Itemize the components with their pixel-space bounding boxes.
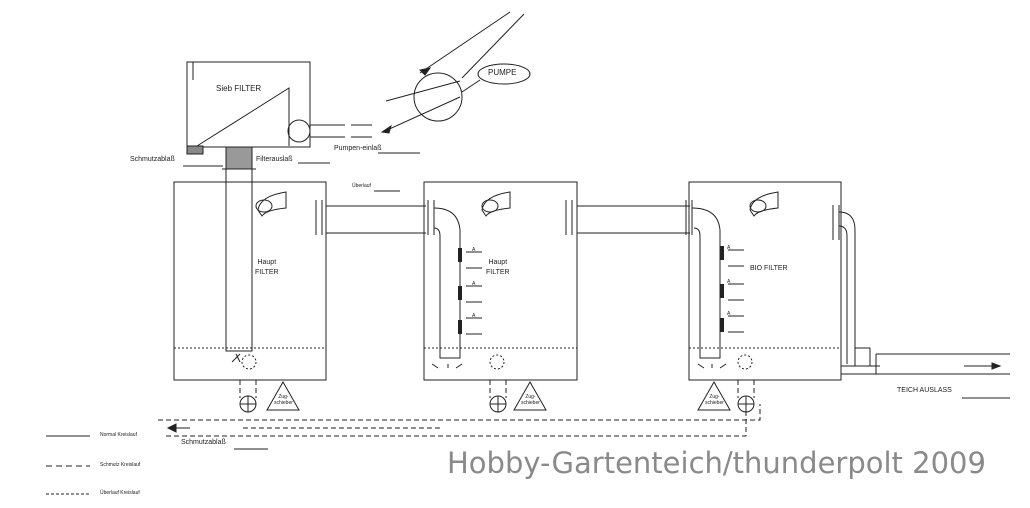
teich-auslass-label: TEICH AUSLASS: [897, 387, 952, 394]
pumpen-einlass-label: Pumpen-einlaß: [334, 145, 382, 152]
haupt-filter-2-line2: FILTER: [486, 269, 510, 276]
zugschieber-2-line2: schieber: [521, 400, 540, 406]
pumpe-label: PUMPE: [488, 68, 517, 77]
nozzle-label: A: [727, 245, 731, 251]
tank-haupt-filter-1: [173, 168, 327, 381]
label-underlines: [183, 152, 1010, 450]
tank-haupt-filter-2: [423, 181, 578, 381]
legend-schmutz-label: Schmutz Kreislauf: [100, 462, 141, 468]
nozzle-label: A: [472, 313, 476, 319]
zugschieber-1-line1: Zug-: [278, 394, 289, 400]
tank-bio-filter: [685, 181, 842, 381]
watermark: Hobby-Gartenteich/thunderpolt 2009: [447, 446, 986, 480]
nozzle-label: A: [727, 279, 731, 285]
zugschieber-2-line1: Zug-: [525, 394, 536, 400]
haupt-filter-2-label: Haupt FILTER: [486, 258, 510, 278]
zugschieber-label-1: Zug- schieber: [274, 394, 293, 406]
legend-ueberlauf-label: Überlauf Kreislauf: [100, 490, 140, 496]
haupt-filter-2-line1: Haupt: [488, 259, 508, 266]
nozzle-label: A: [472, 281, 476, 287]
schmutzablass-top-label: Schmutzablaß: [130, 156, 175, 163]
drain-system: [158, 380, 761, 437]
haupt-filter-1-line1: Haupt: [257, 259, 277, 266]
nozzle-label: A: [472, 247, 476, 253]
zugschieber-label-3: Zug- schieber: [705, 394, 724, 406]
zugschieber-3-line2: schieber: [705, 400, 724, 406]
sieb-filter-box: [186, 61, 372, 170]
filterauslass-label: Filterauslaß: [256, 156, 293, 163]
zugschieber-triangles: [266, 380, 731, 411]
nozzle-label: A: [727, 311, 731, 317]
schmutzablass-bottom-label: Schmutzablaß: [181, 439, 226, 446]
zugschieber-label-2: Zug- schieber: [521, 394, 540, 406]
haupt-filter-1-line2: FILTER: [255, 269, 279, 276]
haupt-filter-1-label: Haupt FILTER: [255, 258, 279, 278]
pipe-connection-1: [326, 205, 426, 234]
ueberlauf-label: Überlauf: [352, 183, 371, 189]
bio-filter-label: BIO FILTER: [750, 265, 788, 272]
pipe-connection-2: [577, 205, 690, 234]
ball-valves: [166, 395, 755, 433]
sieb-filter-label: Sieb FILTER: [216, 84, 262, 93]
pump: [380, 11, 531, 134]
outlet-pipe: [832, 205, 1010, 375]
legend-normal-label: Normal Kreislauf: [100, 432, 137, 438]
legend: [46, 435, 90, 495]
zugschieber-3-line1: Zug-: [709, 394, 720, 400]
zugschieber-1-line2: schieber: [274, 400, 293, 406]
